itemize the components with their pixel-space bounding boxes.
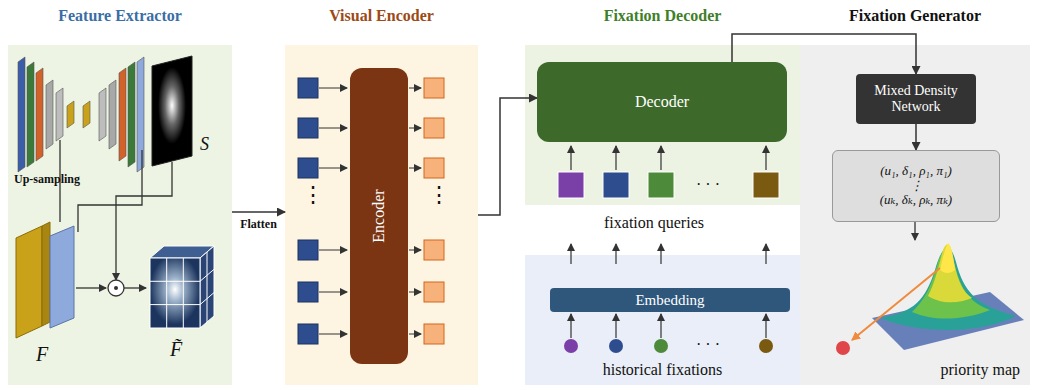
panel-caption: priority map	[940, 361, 1020, 379]
network-layer	[67, 101, 74, 128]
fixation-dot	[564, 339, 578, 353]
token-arrow	[319, 128, 347, 129]
token-arrow	[319, 88, 347, 89]
annotation-label: · · ·	[696, 176, 720, 194]
process-box: (u₁, δ₁, ρ₁, π₁)⋮(uₖ, δₖ, ρₖ, πₖ)	[832, 150, 1000, 222]
process-box: Mixed Density Network	[856, 74, 976, 124]
wire	[78, 150, 142, 232]
input-token	[298, 324, 318, 344]
query-token	[603, 172, 629, 198]
token-arrow	[409, 250, 421, 251]
token-arrow	[319, 168, 347, 169]
annotation-label: ⋮	[428, 182, 450, 208]
input-token	[298, 118, 318, 138]
network-layer	[83, 101, 90, 128]
input-token	[298, 240, 318, 260]
output-token	[424, 78, 444, 98]
annotation-label: ⋮	[302, 182, 324, 208]
process-box: Encoder	[350, 68, 408, 364]
query-token	[558, 172, 584, 198]
box-label: Mixed Density Network	[856, 83, 976, 115]
network-layer	[56, 88, 63, 141]
box-label: Decoder	[635, 93, 689, 111]
token-arrow	[409, 334, 421, 335]
module-title: Visual Encoder	[265, 7, 498, 25]
wire	[124, 287, 146, 288]
module-panel: historical fixations Embedding	[525, 255, 800, 385]
input-token	[298, 282, 318, 302]
box-label: Embedding	[635, 292, 704, 309]
network-layer	[18, 57, 25, 172]
priority-map	[872, 243, 1024, 350]
token-arrow	[409, 128, 421, 129]
annotation-label: S	[200, 134, 209, 155]
sampled-fixation	[836, 341, 850, 355]
token-arrow	[319, 334, 347, 335]
annotation-label: F̃	[170, 338, 182, 361]
output-token	[424, 118, 444, 138]
panel-caption: historical fixations	[525, 361, 800, 379]
token-arrow	[409, 292, 421, 293]
feature-block	[16, 226, 42, 338]
wire	[76, 287, 106, 288]
box-label: Encoder	[370, 189, 388, 242]
module-title: Fixation Generator	[780, 7, 1038, 25]
module-title: Feature Extractor	[0, 7, 252, 25]
box-label: (uₖ, δₖ, ρₖ, πₖ)	[880, 193, 952, 208]
annotation-label: fixation queries	[604, 214, 704, 232]
output-token	[424, 282, 444, 302]
wire	[914, 222, 915, 240]
cube-grid	[150, 252, 214, 328]
feature-cube	[150, 258, 200, 328]
network-layer	[119, 68, 126, 161]
annotation-label: · · ·	[696, 336, 720, 354]
input-token	[298, 158, 318, 178]
output-token	[424, 240, 444, 260]
feature-cube	[200, 246, 214, 328]
token-arrow	[409, 168, 421, 169]
connector	[478, 98, 537, 215]
network-layer	[99, 88, 106, 141]
annotation-label: F	[36, 343, 48, 366]
hadamard-symbol	[114, 286, 118, 290]
box-label: ⋮	[910, 179, 923, 194]
network-layer	[36, 68, 43, 161]
input-token	[298, 78, 318, 98]
token-arrow	[409, 88, 421, 89]
annotation-label: Up-sampling	[14, 172, 80, 187]
network-layer	[137, 57, 144, 172]
query-token	[648, 172, 674, 198]
connector	[732, 34, 916, 74]
feature-block	[50, 226, 74, 328]
output-token	[424, 324, 444, 344]
fixation-dot	[654, 339, 668, 353]
hadamard-symbol	[108, 280, 124, 296]
network-layer	[27, 62, 34, 167]
sample-arrow	[852, 268, 940, 340]
feature-block	[42, 222, 50, 326]
fixation-dot	[759, 339, 773, 353]
connector	[232, 211, 285, 213]
box-label: (u₁, δ₁, ρ₁, π₁)	[880, 164, 952, 179]
saliency-map	[152, 56, 192, 166]
network-layer	[128, 62, 135, 167]
connector	[915, 124, 917, 150]
edge-label: Flatten	[239, 217, 278, 232]
token-arrow	[319, 292, 347, 293]
process-box: Embedding	[550, 288, 790, 312]
output-token	[424, 158, 444, 178]
module-title: Fixation Decoder	[505, 7, 820, 25]
network-layer	[46, 80, 53, 149]
network-layer	[109, 80, 116, 149]
process-box: Decoder	[537, 62, 787, 142]
query-token	[753, 172, 779, 198]
token-arrow	[319, 250, 347, 251]
fixation-dot	[609, 339, 623, 353]
